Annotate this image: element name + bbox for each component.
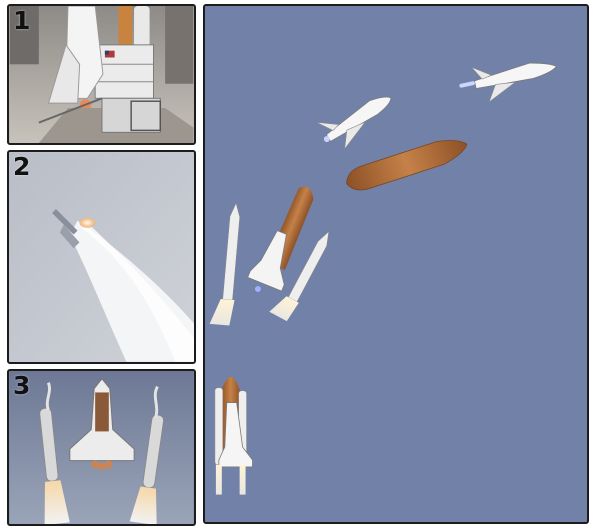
orbiter-orbit <box>458 50 561 107</box>
external-tank <box>343 133 471 195</box>
ascent-sequence-illustration <box>205 6 587 522</box>
launch-plume-illustration <box>9 152 194 362</box>
panel-number: 1 <box>13 6 30 36</box>
orbiter-mid <box>314 82 401 156</box>
panel-launch-plume: 2 <box>7 150 196 364</box>
shuttle-with-tank <box>244 179 321 300</box>
booster-separation-illustration <box>9 371 194 524</box>
panel-number: 3 <box>13 371 30 401</box>
stack-on-pad <box>215 377 253 495</box>
panel-number: 2 <box>13 152 30 182</box>
panel-booster-separation: 3 <box>7 369 196 526</box>
panel-launch-pad: 1 <box>7 4 196 145</box>
launch-pad-illustration <box>9 6 194 143</box>
panel-ascent-sequence <box>203 4 589 524</box>
booster-left <box>210 202 243 326</box>
